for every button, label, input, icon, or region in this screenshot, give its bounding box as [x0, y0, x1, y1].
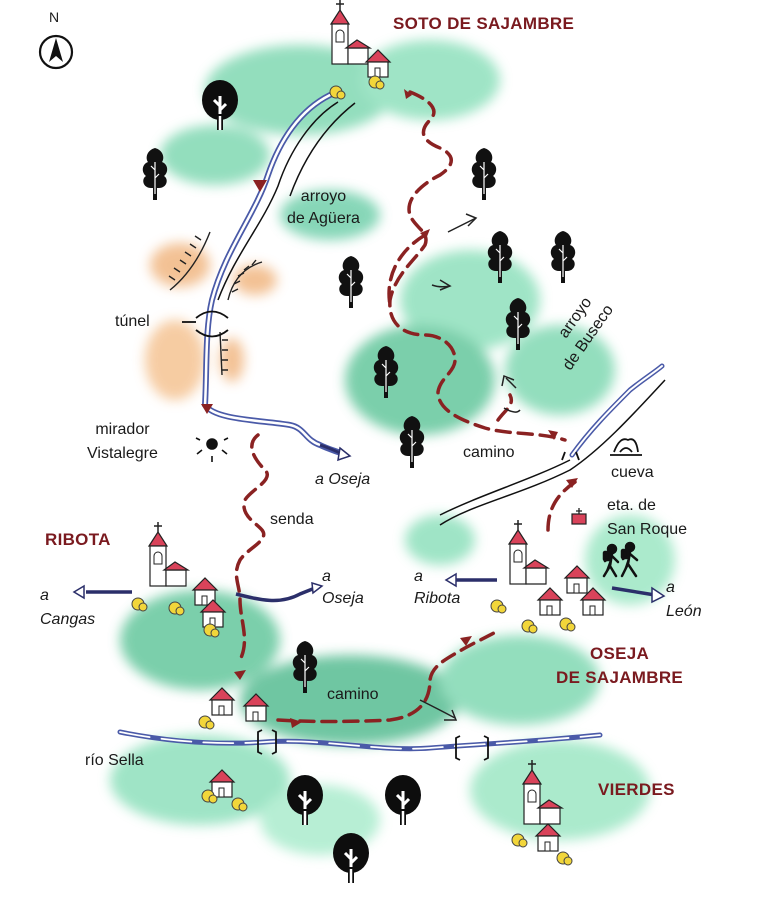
town-label-vierdes: VIERDES — [598, 780, 675, 799]
label-ermita-line1: eta. de — [607, 497, 656, 514]
town-label-oseja-line2: DE SAJAMBRE — [556, 668, 684, 687]
label-arroyo-aguera-line1: arroyo — [300, 188, 347, 205]
label-mirador: mirador Vistalegre — [87, 418, 158, 466]
label-mirador-line1: mirador — [95, 421, 150, 438]
label-camino-east: camino — [463, 444, 515, 461]
label-arroyo-aguera-line2: de Agüera — [287, 210, 360, 227]
rock-areas — [145, 243, 277, 400]
direction-a-cangas-line1: a — [40, 587, 49, 604]
direction-a-cangas: a Cangas — [40, 584, 95, 632]
town-label-soto: SOTO DE SAJAMBRE — [393, 14, 575, 33]
label-ermita: eta. de San Roque — [607, 494, 687, 542]
north-compass — [38, 34, 74, 70]
direction-a-oseja-top: a Oseja — [315, 471, 371, 488]
direction-a-leon-line1: a — [666, 579, 675, 596]
direction-a-leon: a León — [666, 576, 702, 624]
direction-a-oseja-mid-line1: a — [322, 568, 331, 585]
direction-a-ribota-line2: Ribota — [414, 590, 461, 607]
viewpoint-icon — [195, 437, 229, 462]
cliff-hatching — [168, 231, 263, 376]
direction-a-oseja-mid-line2: Oseja — [322, 590, 364, 607]
village-oseja — [490, 519, 606, 634]
ermita-icon — [571, 508, 587, 525]
rivers — [117, 92, 665, 752]
label-rio-sella: río Sella — [85, 752, 144, 769]
label-camino-south: camino — [327, 686, 379, 703]
direction-a-cangas-line2: Cangas — [40, 611, 96, 628]
bridges — [257, 451, 580, 761]
direction-arrow-heads — [72, 572, 666, 604]
vegetation-areas — [110, 40, 675, 855]
label-arroyo-aguera: arroyo de Agüera — [287, 186, 360, 230]
town-label-ribota: RIBOTA — [45, 530, 111, 549]
direction-a-ribota-line1: a — [414, 568, 423, 585]
hikers-icon — [602, 541, 639, 578]
tunnel-marker — [182, 310, 229, 338]
side-arrows — [419, 213, 521, 721]
direction-a-leon-line2: León — [666, 603, 702, 620]
compass-north-letter: N — [49, 9, 60, 25]
oseja-road-arrow-head — [337, 446, 352, 462]
label-ermita-line2: San Roque — [607, 521, 688, 538]
label-tunel: túnel — [115, 313, 150, 330]
direction-a-ribota: a Ribota — [414, 566, 460, 610]
hiking-route — [234, 90, 577, 724]
label-senda: senda — [270, 511, 314, 528]
direction-a-oseja-mid: a Oseja — [322, 566, 364, 610]
town-label-oseja: OSEJA DE SAJAMBRE — [556, 642, 683, 690]
cave-icon — [610, 438, 642, 456]
label-cueva: cueva — [611, 464, 654, 481]
label-mirador-line2: Vistalegre — [87, 445, 158, 462]
town-label-oseja-line1: OSEJA — [589, 644, 650, 663]
direction-arrows — [86, 578, 656, 603]
route-arrows — [201, 89, 578, 728]
roads — [217, 101, 666, 526]
